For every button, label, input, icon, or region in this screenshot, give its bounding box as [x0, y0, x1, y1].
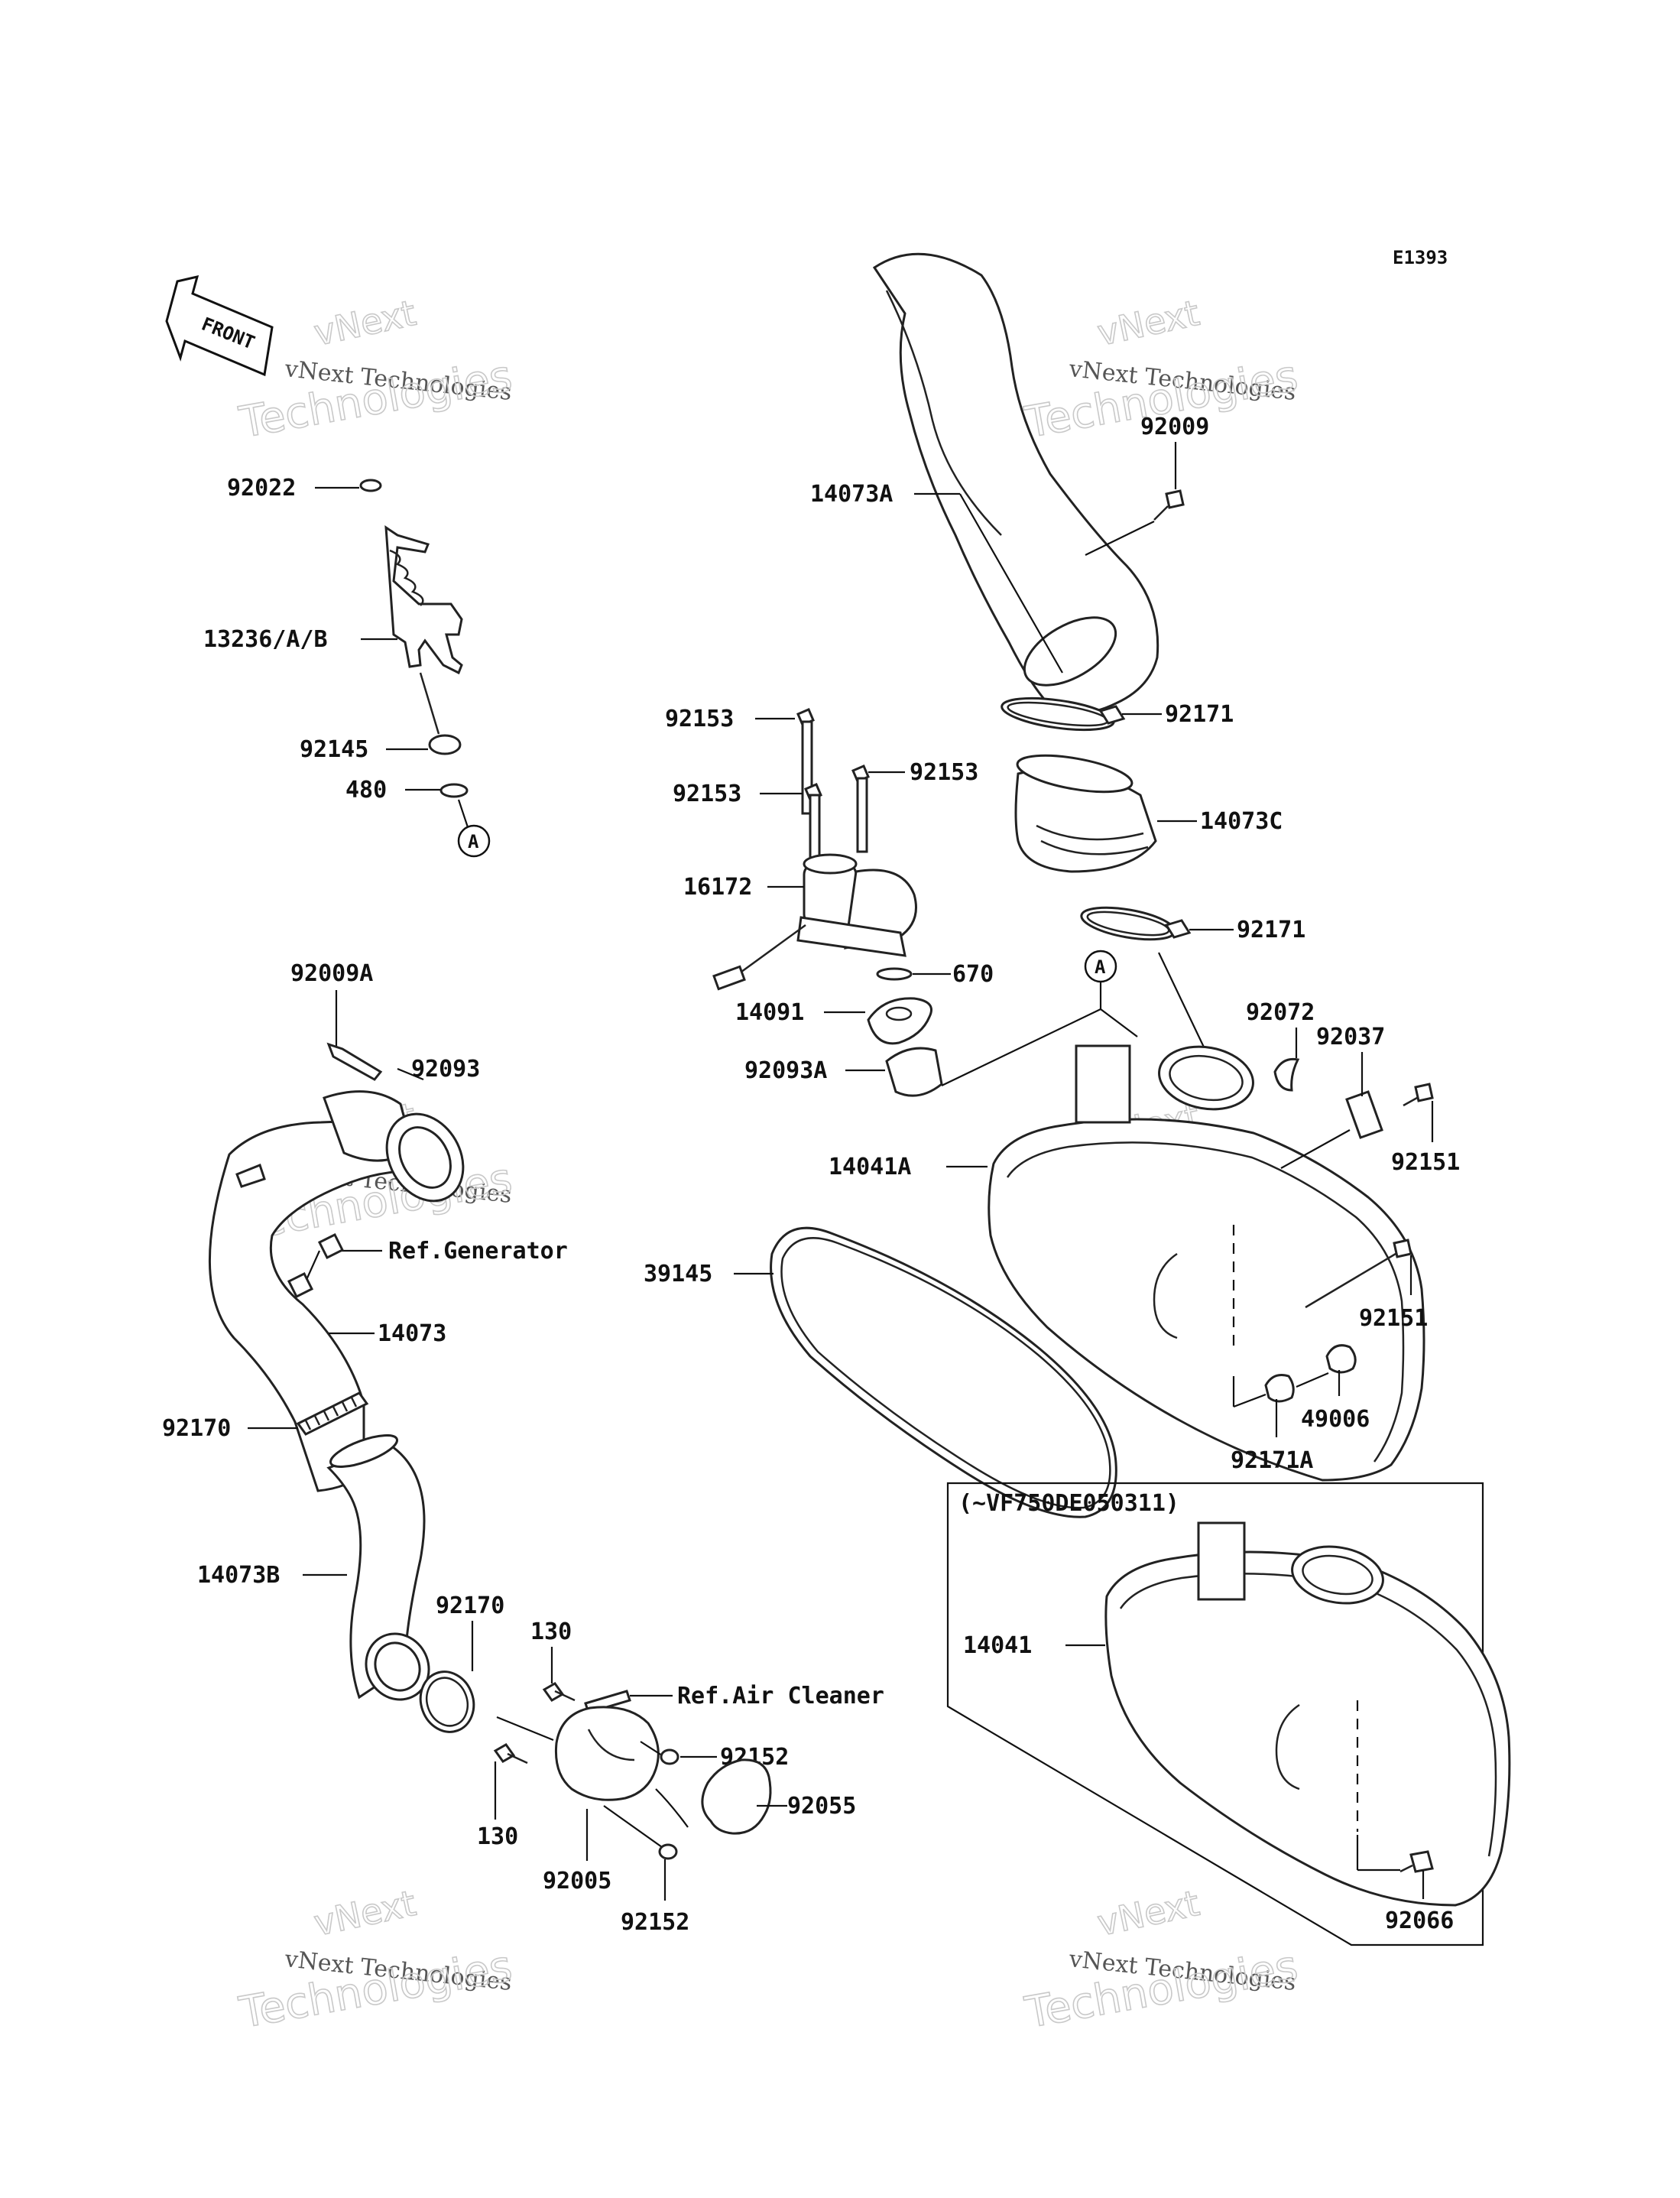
grommet-49006 — [1325, 1344, 1357, 1374]
label-92151-b: 92151 — [1359, 1305, 1428, 1332]
label-92170-a: 92170 — [162, 1415, 231, 1442]
clip-92072 — [1273, 1057, 1300, 1092]
label-14091: 14091 — [735, 999, 804, 1026]
flange-14091 — [867, 997, 932, 1045]
label-92066: 92066 — [1385, 1907, 1454, 1934]
cap-92037 — [1345, 1090, 1383, 1139]
label-92152-b: 92152 — [621, 1909, 689, 1936]
label-ref-air-cleaner: Ref.Air Cleaner — [677, 1683, 884, 1709]
watermark-bottom-left: vNext vNext Technologies Technologies — [235, 1881, 516, 2039]
label-49006: 49006 — [1301, 1406, 1370, 1433]
variant-box-label: (~VF750DE050311) — [958, 1490, 1179, 1517]
label-130-a: 130 — [530, 1618, 572, 1645]
svg-text:vNext: vNext — [310, 292, 420, 354]
variant-box — [946, 1482, 1484, 1946]
bolt-130-a — [542, 1682, 576, 1702]
front-arrow: FRONT — [165, 274, 274, 377]
bolt-92153-c — [851, 765, 870, 853]
clamp-92170-b — [419, 1670, 475, 1733]
gasket-92055 — [701, 1758, 772, 1835]
duct-14073 — [208, 1090, 465, 1492]
svg-text:vNext: vNext — [1094, 1882, 1203, 1944]
label-92093A: 92093A — [744, 1057, 827, 1084]
label-16172: 16172 — [683, 874, 752, 901]
cover-14041 — [1104, 1521, 1511, 1907]
label-13236: 13236/A/B — [203, 626, 328, 653]
label-92005: 92005 — [543, 1868, 611, 1894]
screw-92009 — [1153, 489, 1185, 521]
label-92009: 92009 — [1140, 414, 1209, 440]
gasket-92093A — [885, 1047, 943, 1097]
label-14073C: 14073C — [1200, 808, 1283, 835]
cap-92152-b — [658, 1843, 678, 1860]
label-92072: 92072 — [1246, 999, 1315, 1026]
label-14073: 14073 — [378, 1320, 446, 1347]
label-ref-generator: Ref.Generator — [388, 1238, 568, 1265]
label-92171-a: 92171 — [1165, 701, 1234, 728]
label-92171A: 92171A — [1231, 1447, 1313, 1474]
watermark-top-left: vNext vNext Technologies Technologies — [235, 291, 516, 449]
svg-text:vNext: vNext — [1094, 292, 1203, 354]
label-14041A: 14041A — [829, 1154, 911, 1180]
label-14073B: 14073B — [197, 1562, 280, 1589]
label-670: 670 — [952, 961, 994, 988]
clamp-92171-b — [1080, 906, 1192, 941]
label-14073A: 14073A — [810, 481, 893, 508]
cap-92152-a — [660, 1748, 679, 1765]
label-14041: 14041 — [963, 1632, 1032, 1659]
bolt-130-b — [493, 1743, 528, 1765]
duct-14073B — [326, 1433, 430, 1701]
ref-marker-a-left — [457, 824, 491, 858]
label-130-b: 130 — [477, 1823, 518, 1850]
label-92151-a: 92151 — [1391, 1149, 1460, 1176]
label-92093: 92093 — [411, 1056, 480, 1083]
label-39145: 39145 — [644, 1261, 712, 1287]
clamp-92170-a — [296, 1391, 369, 1436]
label-92153-c: 92153 — [910, 759, 978, 786]
label-92153-b: 92153 — [673, 781, 741, 807]
ref-marker-a-right-label: A — [1095, 956, 1106, 978]
label-92170-b: 92170 — [436, 1592, 504, 1619]
boot-14073C — [1014, 754, 1157, 873]
oring-670 — [876, 967, 913, 981]
label-92171-b: 92171 — [1237, 917, 1305, 943]
bolt-92151-a — [1403, 1083, 1434, 1107]
clamp-92171-a — [1001, 696, 1126, 732]
label-92009A: 92009A — [290, 960, 373, 987]
cover-92005 — [554, 1706, 660, 1801]
clamp-92171A — [1264, 1374, 1295, 1403]
shaft-assembly-13236 — [359, 479, 469, 798]
bolt-92151-b — [1305, 1239, 1412, 1309]
label-92153-a: 92153 — [665, 706, 734, 732]
actuator-16172 — [712, 853, 917, 991]
diagram-code: E1393 — [1393, 247, 1448, 268]
cover-14041A — [988, 1044, 1425, 1482]
duct-14073A — [872, 252, 1159, 715]
belt-39145 — [770, 1226, 1117, 1518]
ref-marker-a-left-label: A — [468, 831, 479, 852]
label-92055: 92055 — [787, 1793, 856, 1820]
label-92145: 92145 — [300, 736, 368, 763]
watermark-bottom-right: vNext vNext Technologies Technologies — [1020, 1881, 1302, 2039]
label-92037: 92037 — [1316, 1024, 1385, 1050]
label-480: 480 — [345, 777, 387, 804]
nut-92066 — [1399, 1850, 1434, 1873]
label-92022: 92022 — [227, 475, 296, 502]
svg-text:vNext: vNext — [310, 1882, 420, 1944]
